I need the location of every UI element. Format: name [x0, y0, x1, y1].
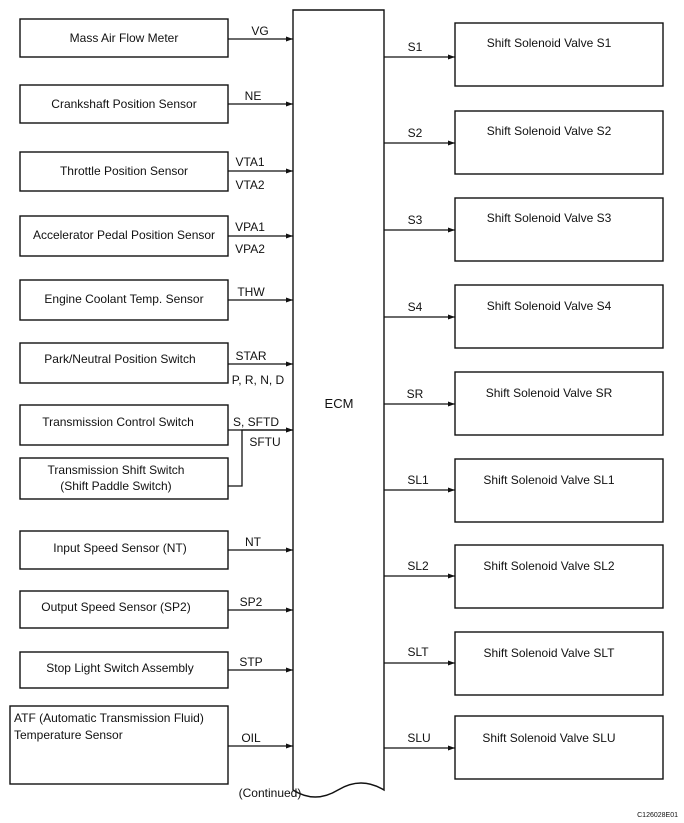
signal-label: S, SFTD [233, 415, 279, 429]
signal-label: VPA2 [235, 242, 265, 256]
signal-label: NE [245, 89, 262, 103]
input-sensor-box: Engine Coolant Temp. Sensor [19, 279, 229, 321]
input-sensor-box: Accelerator Pedal Position Sensor [19, 215, 229, 257]
signal-label: S4 [408, 300, 423, 314]
signal-label: VPA1 [235, 220, 265, 234]
output-solenoid-box: Shift Solenoid Valve SLT [454, 631, 664, 696]
input-box-label: Throttle Position Sensor [60, 164, 188, 178]
input-signal-arrows [228, 36, 293, 749]
continued-label: (Continued) [239, 786, 302, 800]
signal-label: SL2 [407, 559, 429, 573]
signal-label: SLU [407, 731, 430, 745]
output-solenoid-box: Shift Solenoid Valve SL1 [454, 458, 664, 523]
output-box-label: Shift Solenoid Valve SL2 [483, 559, 615, 573]
input-box-label: Crankshaft Position Sensor [51, 97, 196, 111]
signal-label: SP2 [240, 595, 263, 609]
ecm-label: ECM [325, 396, 354, 411]
input-box-label: Output Speed Sensor (SP2) [41, 600, 190, 614]
output-box-label: Shift Solenoid Valve SL1 [483, 473, 615, 487]
input-box-label: Stop Light Switch Assembly [46, 661, 193, 675]
signal-label: STAR [235, 349, 266, 363]
output-box-label: Shift Solenoid Valve SLT [484, 646, 616, 660]
ecm-unit: ECM [292, 9, 385, 798]
output-solenoid-box: Shift Solenoid Valve S3 [454, 197, 664, 262]
input-sensor-box: Stop Light Switch Assembly [19, 651, 229, 689]
signal-label: STP [239, 655, 262, 669]
input-sensor-box: Mass Air Flow Meter [19, 18, 229, 58]
output-solenoid-box: Shift Solenoid Valve S4 [454, 284, 664, 349]
signal-label: THW [237, 285, 265, 299]
output-signal-labels: S1 S2 S3 S4 SR SL1 SL2 SLT SLU [407, 40, 431, 745]
signal-label: VTA2 [235, 178, 264, 192]
signal-label: S3 [408, 213, 423, 227]
input-box-label: Park/Neutral Position Switch [44, 352, 195, 366]
output-box-label: Shift Solenoid Valve S2 [487, 124, 612, 138]
signal-label: P, R, N, D [232, 373, 285, 387]
signal-label: SL1 [407, 473, 429, 487]
input-box-label: Mass Air Flow Meter [70, 31, 179, 45]
input-box-label: Transmission Shift Switch [48, 463, 185, 477]
output-box-label: Shift Solenoid Valve S4 [487, 299, 612, 313]
input-sensor-box: Throttle Position Sensor [19, 151, 229, 192]
signal-label: NT [245, 535, 262, 549]
input-sensor-box: Transmission Control Switch [19, 404, 229, 446]
signal-label: SR [407, 387, 424, 401]
output-solenoid-box: Shift Solenoid Valve S1 [454, 22, 664, 87]
output-solenoid-box: Shift Solenoid Valve SLU [454, 715, 664, 780]
input-box-label: Transmission Control Switch [42, 415, 194, 429]
input-sensor-box: Output Speed Sensor (SP2) [19, 590, 229, 629]
figure-code: C126028E01 [637, 812, 678, 819]
output-box-label: Shift Solenoid Valve S1 [487, 36, 612, 50]
signal-label: SFTU [249, 435, 280, 449]
signal-label: VTA1 [235, 155, 264, 169]
input-box-label: Temperature Sensor [14, 728, 123, 742]
signal-label: S2 [408, 126, 423, 140]
output-solenoid-box: Shift Solenoid Valve SR [454, 371, 664, 436]
output-box-label: Shift Solenoid Valve S3 [487, 211, 612, 225]
input-box-label: (Shift Paddle Switch) [60, 479, 171, 493]
input-sensor-box: ATF (Automatic Transmission Fluid) Tempe… [9, 705, 229, 785]
input-signal-labels: VG NE VTA1 VTA2 VPA1 VPA2 THW STAR P, R,… [232, 24, 285, 745]
input-box-label: Input Speed Sensor (NT) [53, 541, 186, 555]
input-sensor-box: Crankshaft Position Sensor [19, 84, 229, 124]
input-sensor-box: Transmission Shift Switch (Shift Paddle … [19, 457, 229, 500]
output-box-label: Shift Solenoid Valve SR [486, 386, 613, 400]
output-solenoid-box: Shift Solenoid Valve SL2 [454, 544, 664, 609]
input-sensor-box: Park/Neutral Position Switch [19, 342, 229, 384]
input-box-label: ATF (Automatic Transmission Fluid) [14, 711, 204, 725]
input-box-label: Accelerator Pedal Position Sensor [33, 228, 215, 242]
input-box-label: Engine Coolant Temp. Sensor [44, 292, 203, 306]
output-solenoid-box: Shift Solenoid Valve S2 [454, 110, 664, 175]
signal-label: S1 [408, 40, 423, 54]
signal-label: OIL [241, 731, 261, 745]
signal-label: VG [251, 24, 268, 38]
signal-label: SLT [407, 645, 429, 659]
output-box-label: Shift Solenoid Valve SLU [482, 731, 615, 745]
output-signal-arrows [384, 54, 455, 751]
input-sensor-box: Input Speed Sensor (NT) [19, 530, 229, 570]
